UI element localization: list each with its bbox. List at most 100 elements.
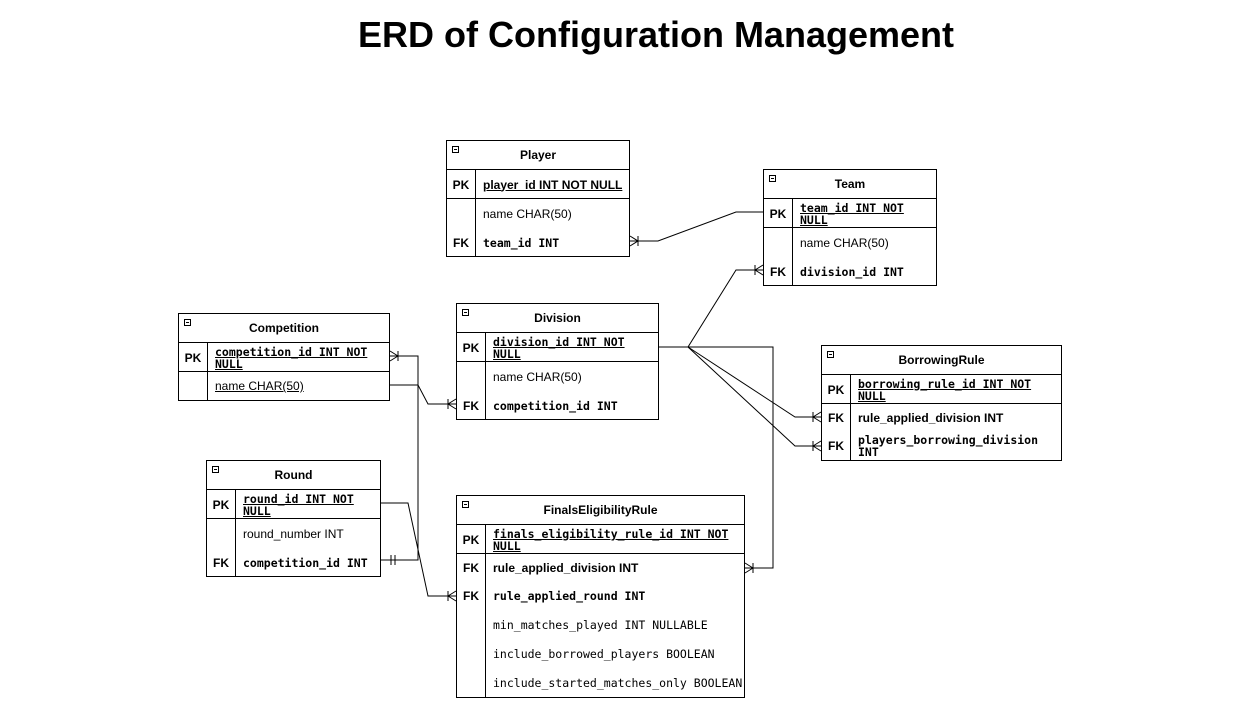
crows-foot-icon <box>447 398 457 410</box>
field-text: rule_applied_division INT <box>858 411 1004 425</box>
entity-header: Competition <box>179 314 389 343</box>
entity-title: Round <box>274 468 313 482</box>
key-label: PK <box>462 532 480 547</box>
key-label <box>457 639 485 668</box>
key-label: PK <box>827 382 845 397</box>
entity-round[interactable]: Round PK round_id INT NOT NULL round_num… <box>206 460 381 577</box>
field-row: include_borrowed_players BOOLEAN <box>457 639 744 668</box>
entity-finals-eligibility-rule[interactable]: FinalsEligibilityRule PK finals_eligibil… <box>456 495 745 698</box>
field-text: finals_eligibility_rule_id INT NOT NULL <box>493 526 729 553</box>
key-label: FK <box>828 411 844 425</box>
relationship-competition-division <box>390 384 456 405</box>
field-row: FK team_id INT <box>447 228 629 257</box>
field-text: name CHAR(50) <box>215 379 304 393</box>
field-row: PK borrowing_rule_id INT NOT NULL <box>822 375 1061 404</box>
collapse-icon[interactable] <box>769 175 776 182</box>
field-text: player_id INT NOT NULL <box>483 177 623 192</box>
field-row: FK division_id INT <box>764 257 936 286</box>
entity-header: Division <box>457 304 658 333</box>
key-label: FK <box>463 561 479 575</box>
field-text: include_borrowed_players BOOLEAN <box>493 646 715 661</box>
field-text: players_borrowing_division INT <box>858 433 1039 459</box>
key-label <box>207 519 235 548</box>
field-row: FK rule_applied_division INT <box>822 404 1061 432</box>
relationship-division-borrowing-players <box>687 346 821 447</box>
entity-competition[interactable]: Competition PK competition_id INT NOT NU… <box>178 313 390 401</box>
relationship-competition-round <box>381 355 419 561</box>
field-text: competition_id INT <box>243 555 368 570</box>
relationship-division-borrowing-applied <box>687 346 821 418</box>
collapse-icon[interactable] <box>452 146 459 153</box>
field-row: FK competition_id INT <box>457 391 658 420</box>
key-label: FK <box>463 398 479 413</box>
key-label: PK <box>184 350 202 365</box>
entity-player[interactable]: Player PK player_id INT NOT NULL name CH… <box>446 140 630 257</box>
collapse-icon[interactable] <box>827 351 834 358</box>
collapse-icon[interactable] <box>462 501 469 508</box>
crows-foot-icon <box>389 350 399 362</box>
field-text: rule_applied_division INT <box>493 561 639 575</box>
entity-title: Team <box>834 177 866 191</box>
field-row: FK competition_id INT <box>207 548 380 577</box>
key-label: PK <box>769 206 787 221</box>
field-row: min_matches_played INT NULLABLE <box>457 610 744 639</box>
key-label <box>457 362 485 391</box>
key-label: FK <box>453 235 469 250</box>
field-text: name CHAR(50) <box>493 369 582 384</box>
field-row: FK rule_applied_division INT <box>457 554 744 582</box>
entity-division[interactable]: Division PK division_id INT NOT NULL nam… <box>456 303 659 420</box>
field-text: round_id INT NOT NULL <box>243 491 354 518</box>
one-mark-icon <box>390 555 396 565</box>
key-label <box>179 372 207 400</box>
field-row: PK team_id INT NOT NULL <box>764 199 936 228</box>
entity-borrowing-rule[interactable]: BorrowingRule PK borrowing_rule_id INT N… <box>821 345 1062 461</box>
collapse-icon[interactable] <box>462 309 469 316</box>
relationship-team-division <box>659 269 763 348</box>
field-text: min_matches_played INT NULLABLE <box>493 617 708 632</box>
key-label: PK <box>462 340 480 355</box>
field-text: division_id INT <box>800 264 904 279</box>
field-row: PK finals_eligibility_rule_id INT NOT NU… <box>457 525 744 554</box>
field-row: PK player_id INT NOT NULL <box>447 170 629 199</box>
entity-header: Player <box>447 141 629 170</box>
crows-foot-icon <box>629 235 639 247</box>
relationship-round-finals <box>381 502 456 597</box>
field-row: include_started_matches_only BOOLEAN <box>457 668 744 697</box>
entity-title: Division <box>534 311 581 325</box>
collapse-icon[interactable] <box>212 466 219 473</box>
key-label: FK <box>463 589 479 603</box>
crows-foot-icon <box>812 440 822 452</box>
collapse-icon[interactable] <box>184 319 191 326</box>
field-text: include_started_matches_only BOOLEAN <box>493 675 743 690</box>
field-text: round_number INT <box>243 526 344 541</box>
field-text: name CHAR(50) <box>800 235 889 250</box>
field-row: name CHAR(50) <box>457 362 658 391</box>
key-label <box>447 199 475 228</box>
field-row: name CHAR(50) <box>179 372 389 400</box>
entity-title: FinalsEligibilityRule <box>543 503 658 517</box>
field-text: borrowing_rule_id INT NOT NULL <box>858 376 1032 403</box>
field-text: division_id INT NOT NULL <box>493 334 625 361</box>
key-label <box>457 668 485 697</box>
entity-header: Team <box>764 170 936 199</box>
crows-foot-icon <box>754 264 764 276</box>
relationship-division-finals <box>688 346 774 569</box>
key-label: FK <box>213 555 229 570</box>
field-text: competition_id INT NOT NULL <box>215 344 368 371</box>
entity-title: Competition <box>249 321 319 335</box>
field-row: PK division_id INT NOT NULL <box>457 333 658 362</box>
field-row: FK players_borrowing_division INT <box>822 432 1061 460</box>
field-row: FK rule_applied_round INT <box>457 582 744 610</box>
diagram-title: ERD of Configuration Management <box>358 14 954 55</box>
relationship-player-team <box>630 211 763 242</box>
field-text: rule_applied_round INT <box>493 589 646 603</box>
field-row: PK competition_id INT NOT NULL <box>179 343 389 372</box>
field-text: team_id INT <box>483 235 560 250</box>
entity-title: Player <box>519 148 557 162</box>
field-row: PK round_id INT NOT NULL <box>207 490 380 519</box>
entity-header: Round <box>207 461 380 490</box>
entity-team[interactable]: Team PK team_id INT NOT NULL name CHAR(5… <box>763 169 937 286</box>
entity-header: BorrowingRule <box>822 346 1061 375</box>
field-text: name CHAR(50) <box>483 206 572 221</box>
